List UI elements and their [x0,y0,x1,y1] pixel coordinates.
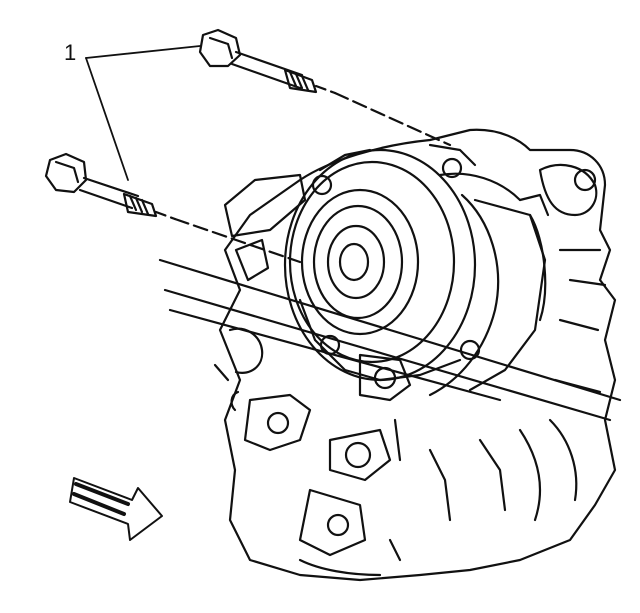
bolt-lower [44,152,302,264]
callout-label: 1 [64,40,77,65]
shaft-lines [158,258,622,422]
hub-bearing-assembly [283,143,547,402]
callout-leaders [85,45,201,181]
bolt-upper [198,28,452,147]
arrow-icon [69,477,163,541]
steering-knuckle [213,128,617,582]
